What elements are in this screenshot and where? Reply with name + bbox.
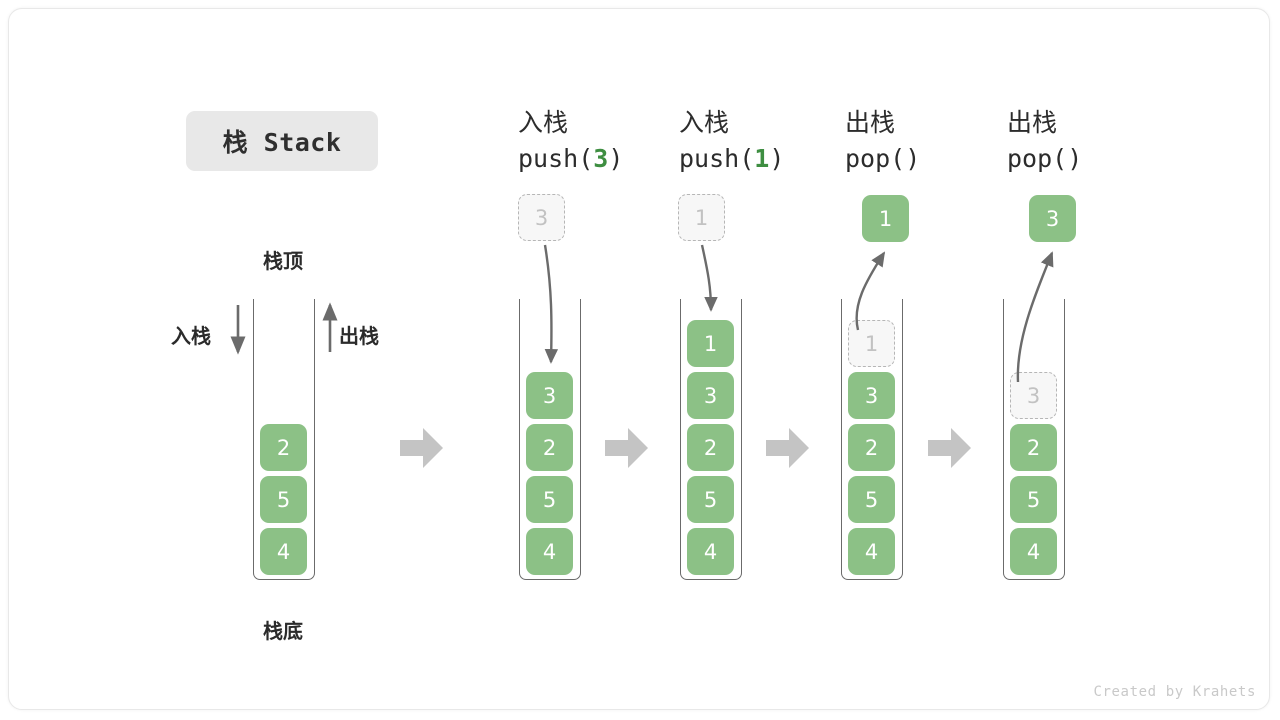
stack-bottom-label: 栈底 <box>263 619 303 643</box>
code-prefix: push( <box>679 144 755 173</box>
stack-cell: 3 <box>687 372 734 419</box>
stack-cell: 4 <box>526 528 573 575</box>
stack-channel-push-1 <box>680 299 742 580</box>
credit-text: Created by Krahets <box>1093 684 1256 700</box>
step-label-cn: 出栈 <box>1007 108 1058 137</box>
floating-cell-popped: 1 <box>862 195 909 242</box>
code-value: 3 <box>593 144 609 173</box>
step-label-code: pop() <box>1007 142 1197 175</box>
stack-cell: 2 <box>687 424 734 471</box>
stack-cell: 4 <box>260 528 307 575</box>
code-suffix: ) <box>905 144 921 173</box>
stack-cell: 2 <box>848 424 895 471</box>
stack-cell: 5 <box>1010 476 1057 523</box>
floating-cell-ghost: 1 <box>678 194 725 241</box>
stack-cell: 5 <box>848 476 895 523</box>
stack-cell: 2 <box>260 424 307 471</box>
title-badge: 栈 Stack <box>186 111 378 171</box>
stack-cell: 3 <box>848 372 895 419</box>
step-header-pop-1: 出栈 pop() <box>845 106 1035 175</box>
push-direction-label: 入栈 <box>171 324 211 348</box>
step-label-code: pop() <box>845 142 1035 175</box>
stack-cell: 5 <box>526 476 573 523</box>
stack-channel-pop-1 <box>841 299 903 580</box>
step-header-pop-2: 出栈 pop() <box>1007 106 1197 175</box>
stack-top-label: 栈顶 <box>263 249 303 273</box>
code-suffix: ) <box>769 144 785 173</box>
stack-cell: 4 <box>848 528 895 575</box>
step-header-push-3: 入栈 push(3) <box>518 106 708 175</box>
pop-direction-label: 出栈 <box>339 324 379 348</box>
stack-cell: 5 <box>687 476 734 523</box>
code-prefix: pop( <box>845 144 906 173</box>
code-prefix: push( <box>518 144 594 173</box>
stack-channel-initial <box>253 299 315 580</box>
stack-channel-push-3 <box>519 299 581 580</box>
stack-cell-ghost: 3 <box>1010 372 1057 419</box>
stack-cell: 5 <box>260 476 307 523</box>
step-label-cn: 出栈 <box>845 108 896 137</box>
floating-cell-popped: 3 <box>1029 195 1076 242</box>
code-value: 1 <box>754 144 770 173</box>
step-label-code: push(1) <box>679 142 869 175</box>
step-label-code: push(3) <box>518 142 708 175</box>
stack-cell: 2 <box>526 424 573 471</box>
step-label-cn: 入栈 <box>679 108 730 137</box>
code-suffix: ) <box>608 144 624 173</box>
step-label-cn: 入栈 <box>518 108 569 137</box>
code-suffix: ) <box>1067 144 1083 173</box>
stack-cell: 4 <box>687 528 734 575</box>
stack-cell: 2 <box>1010 424 1057 471</box>
stack-cell: 1 <box>687 320 734 367</box>
stack-cell: 4 <box>1010 528 1057 575</box>
stack-channel-pop-2 <box>1003 299 1065 580</box>
stack-cell: 3 <box>526 372 573 419</box>
step-header-push-1: 入栈 push(1) <box>679 106 869 175</box>
floating-cell-ghost: 3 <box>518 194 565 241</box>
stack-cell-ghost: 1 <box>848 320 895 367</box>
code-prefix: pop( <box>1007 144 1068 173</box>
